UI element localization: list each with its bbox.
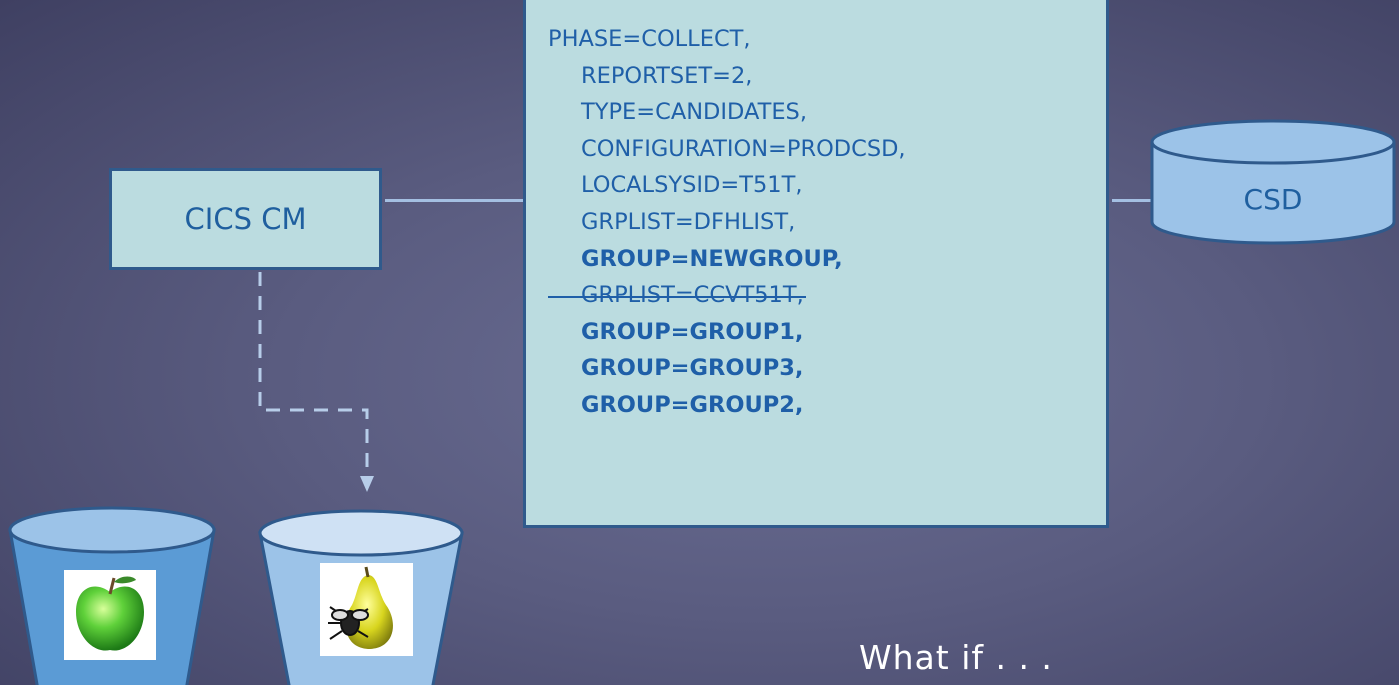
green-apple-icon: [64, 570, 156, 660]
cics-cm-box: CICS CM: [109, 168, 382, 270]
param-line-bold: GROUP=GROUP1,: [548, 314, 1106, 351]
param-line: REPORTSET=2,: [548, 58, 1106, 95]
arrow-head-icon: [360, 476, 374, 492]
param-line: PHASE=COLLECT,: [548, 21, 1106, 58]
param-text: REPORTSET=2,: [581, 62, 753, 89]
param-line: TYPE=CANDIDATES,: [548, 94, 1106, 131]
param-line-bold: GROUP=NEWGROUP,: [548, 241, 1106, 278]
dashed-arrow: [258, 272, 374, 492]
param-line-struck: GRPLIST=CCVT51T,: [548, 277, 1106, 314]
param-text: LOCALSYSID=T51T,: [581, 172, 803, 199]
param-text: PHASE=COLLECT,: [548, 26, 751, 52]
param-text: CONFIGURATION=PRODCSD,: [581, 135, 906, 162]
what-if-caption: What if . . .: [859, 638, 1053, 677]
param-text: GROUP=GROUP2,: [581, 391, 804, 418]
param-text: GROUP=GROUP3,: [581, 355, 804, 382]
cics-cm-label: CICS CM: [184, 202, 307, 236]
param-text: GROUP=NEWGROUP,: [581, 245, 843, 272]
csd-cylinder: [1150, 119, 1396, 245]
params-to-csd-line: [1112, 199, 1152, 202]
param-line: LOCALSYSID=T51T,: [548, 167, 1106, 204]
param-line: GRPLIST=DFHLIST,: [548, 204, 1106, 241]
param-text: TYPE=CANDIDATES,: [581, 99, 807, 126]
param-line-bold: GROUP=GROUP3,: [548, 350, 1106, 387]
pear-with-bug-icon: [320, 563, 413, 656]
param-text-struck: GRPLIST=CCVT51T,: [548, 277, 806, 314]
param-text: GRPLIST=DFHLIST,: [581, 208, 796, 235]
csd-label: CSD: [1243, 183, 1303, 216]
param-line-bold: GROUP=GROUP2,: [548, 387, 1106, 424]
param-text: GROUP=GROUP1,: [581, 318, 804, 345]
param-line: CONFIGURATION=PRODCSD,: [548, 131, 1106, 168]
cics-to-params-line: [385, 199, 523, 202]
parameters-box: PHASE=COLLECT, REPORTSET=2, TYPE=CANDIDA…: [523, 0, 1109, 528]
